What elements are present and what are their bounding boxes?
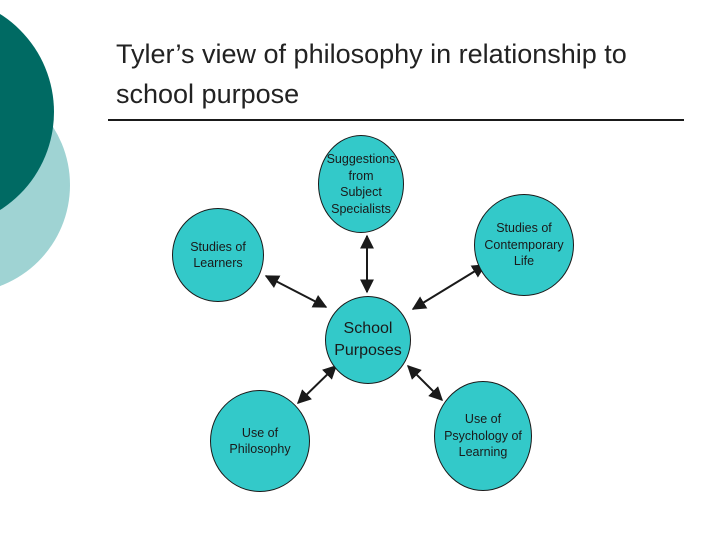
node-philosophy-label: Use of Philosophy <box>229 425 291 457</box>
node-school-purposes: School Purposes <box>325 296 411 384</box>
node-learners: Studies of Learners <box>172 208 264 302</box>
node-philosophy: Use of Philosophy <box>210 390 310 492</box>
connector-learners-center <box>264 275 328 308</box>
connector-philosophy-center <box>296 365 338 404</box>
node-contemporary-life-label: Studies of Contemporary Life <box>484 221 564 269</box>
connector-psychology-center <box>407 365 443 401</box>
slide-title: Tyler’s view of philosophy in relationsh… <box>116 39 627 109</box>
node-psychology: Use of Psychology of Learning <box>434 381 532 491</box>
title-underline <box>108 119 684 121</box>
connector-contemporary-center <box>411 264 487 310</box>
node-subject-specialists: Suggestions from Subject Specialists <box>318 135 404 233</box>
node-contemporary-life: Studies of Contemporary Life <box>474 194 574 296</box>
node-learners-label: Studies of Learners <box>190 239 246 271</box>
node-school-purposes-label: School Purposes <box>334 320 402 359</box>
node-psychology-label: Use of Psychology of Learning <box>444 412 522 460</box>
node-subject-specialists-label: Suggestions from Subject Specialists <box>326 152 396 216</box>
deco-dark-circle <box>0 13 54 211</box>
